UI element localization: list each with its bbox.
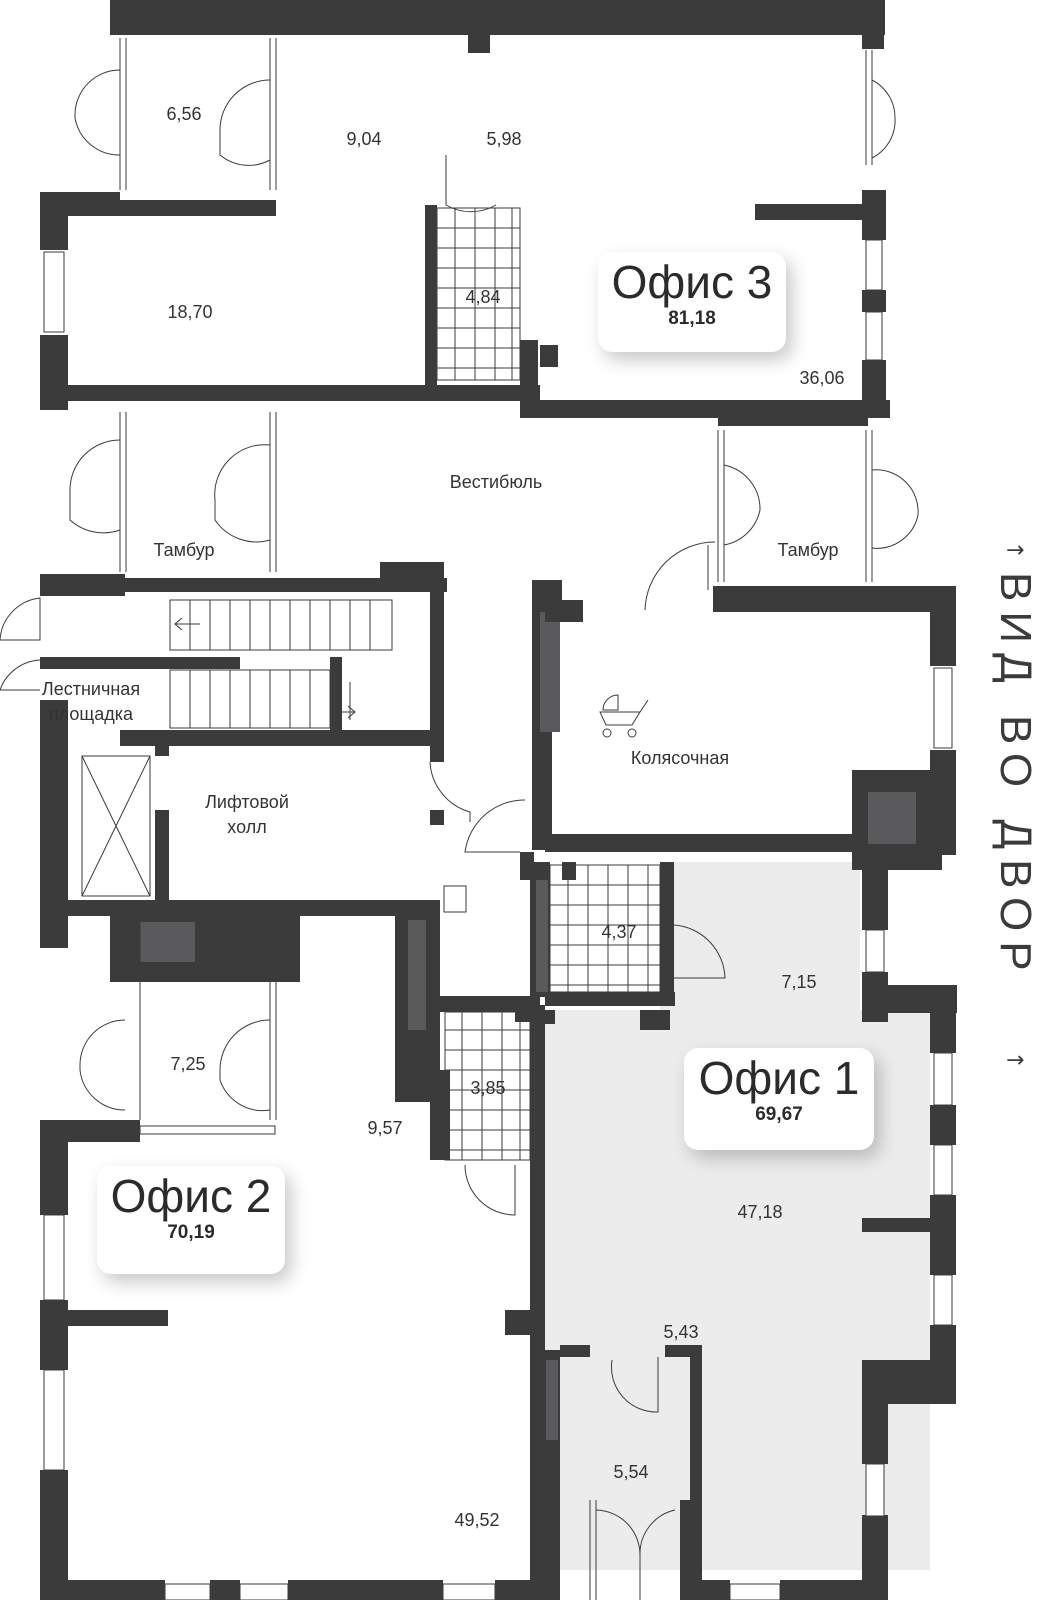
area-47-18: 47,18 xyxy=(737,1202,782,1222)
area-36-06: 36,06 xyxy=(799,368,844,388)
room-lift-line1: Лифтовой xyxy=(205,792,289,812)
area-7-25: 7,25 xyxy=(170,1054,205,1074)
area-5-98: 5,98 xyxy=(486,129,521,149)
sink-icon xyxy=(443,885,467,913)
office-1-card[interactable]: Офис 1 69,67 xyxy=(684,1048,874,1150)
elevator-shaft xyxy=(81,755,151,897)
area-18-70: 18,70 xyxy=(167,302,212,322)
room-stair-line2: площадка xyxy=(49,704,134,724)
room-lift-line2: холл xyxy=(227,817,266,837)
office-1-title: Офис 1 xyxy=(698,1052,860,1104)
room-labels: 6,56 9,04 5,98 18,70 4,84 36,06 Вестибюл… xyxy=(42,104,845,1530)
room-stroller: Колясочная xyxy=(631,748,729,768)
area-5-43: 5,43 xyxy=(663,1322,698,1342)
area-4-37: 4,37 xyxy=(601,922,636,942)
office-3-area: 81,18 xyxy=(668,308,716,329)
office-3-title: Офис 3 xyxy=(611,256,773,308)
area-7-15: 7,15 xyxy=(781,972,816,992)
walls xyxy=(40,0,957,1600)
office-2-title: Офис 2 xyxy=(110,1170,272,1222)
stroller-icon xyxy=(599,694,649,738)
office-2-card[interactable]: Офис 2 70,19 xyxy=(97,1166,285,1274)
room-tambour-left: Тамбур xyxy=(153,540,214,560)
room-tambour-right: Тамбур xyxy=(777,540,838,560)
staircase xyxy=(169,599,393,729)
area-3-85: 3,85 xyxy=(470,1078,505,1098)
area-9-57: 9,57 xyxy=(367,1118,402,1138)
windows xyxy=(43,239,953,1600)
view-arrow-bottom: → xyxy=(1006,1048,1025,1073)
office-1-area: 69,67 xyxy=(755,1104,803,1125)
tiled-bathrooms xyxy=(436,207,661,1161)
area-6-56: 6,56 xyxy=(166,104,201,124)
view-arrow-top: → xyxy=(1006,538,1025,563)
room-stair-line1: Лестничная xyxy=(42,679,140,699)
view-label: ВИД ВО ДВОР xyxy=(991,572,1040,981)
area-4-84: 4,84 xyxy=(465,287,500,307)
area-9-04: 9,04 xyxy=(346,129,381,149)
area-5-54: 5,54 xyxy=(613,1462,648,1482)
office-2-area: 70,19 xyxy=(167,1222,215,1243)
office-3-card[interactable]: Офис 3 81,18 xyxy=(598,252,786,352)
area-49-52: 49,52 xyxy=(454,1510,499,1530)
room-vestibule: Вестибюль xyxy=(450,472,543,492)
